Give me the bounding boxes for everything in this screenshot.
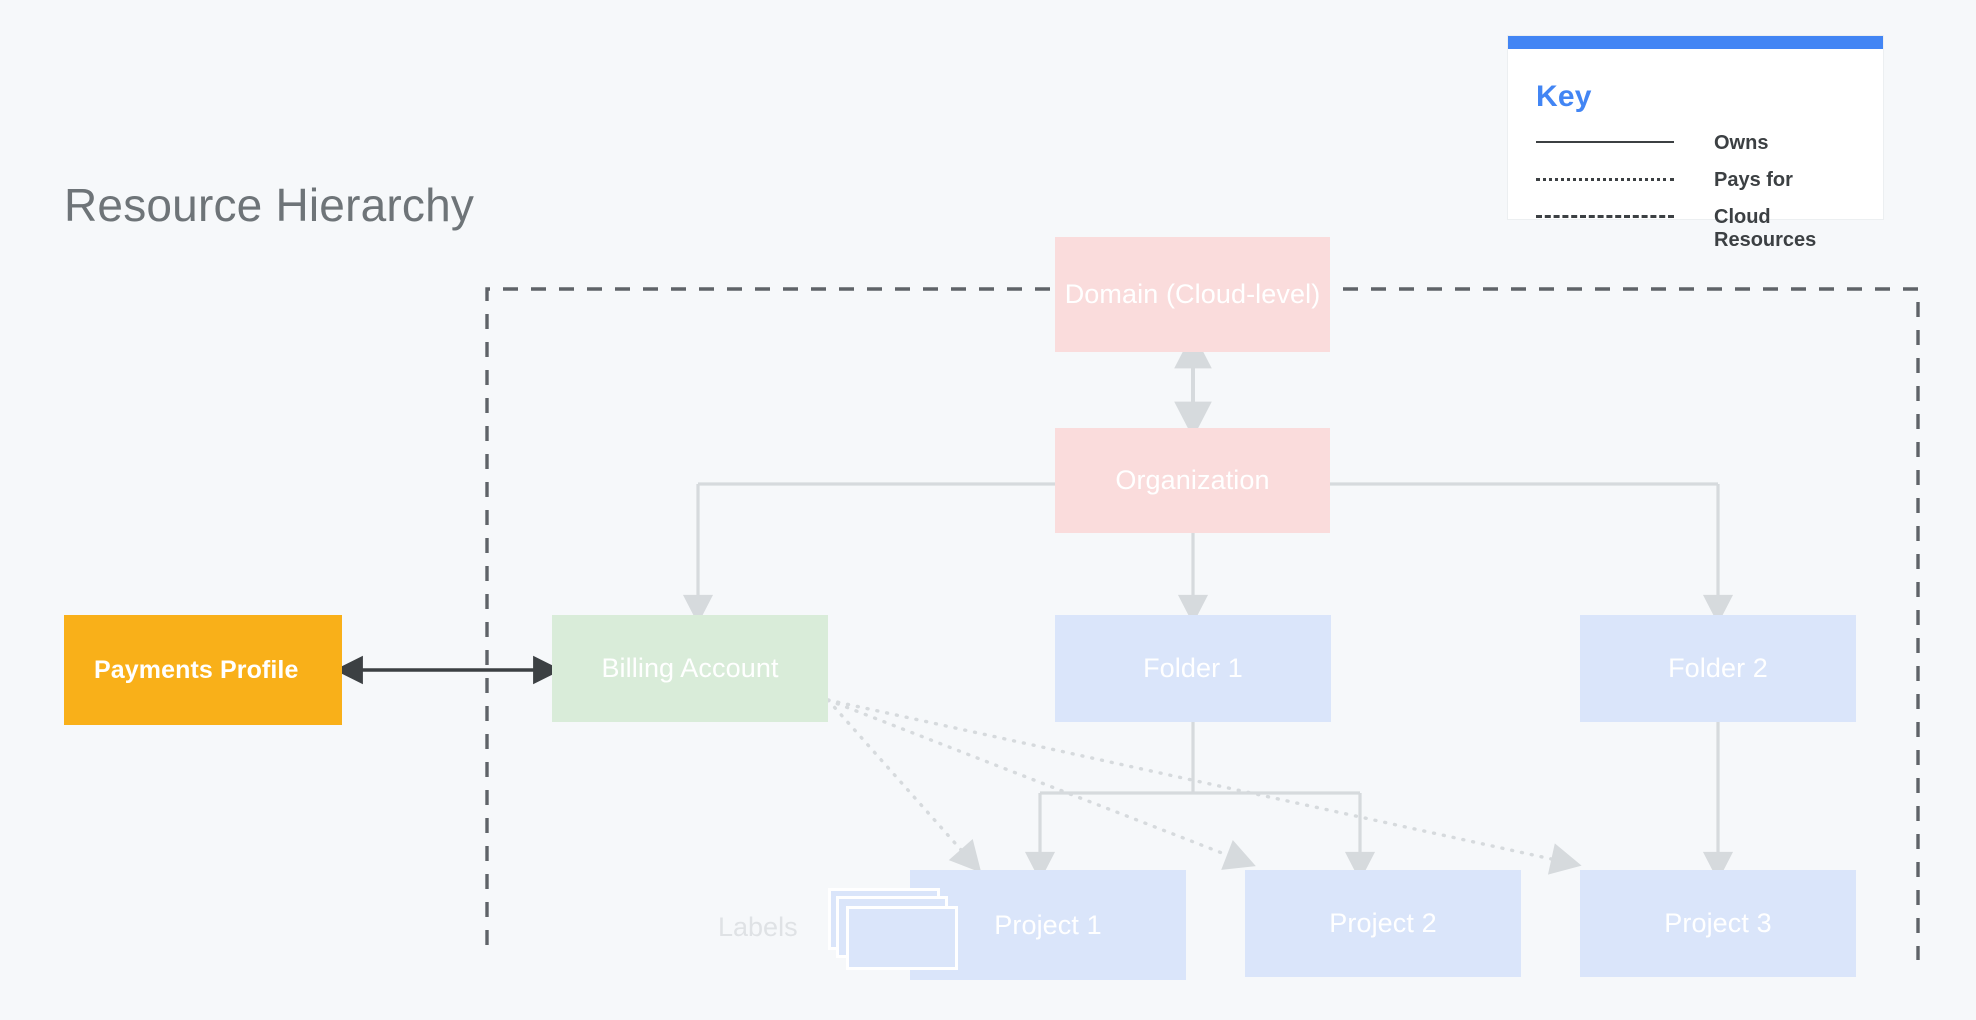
key-rows: Owns Pays for Cloud Resources <box>1536 132 1866 263</box>
owns-line-sample <box>1536 132 1676 152</box>
node-billing-account[interactable]: Billing Account <box>552 615 828 722</box>
node-payments-profile[interactable]: Payments Profile <box>64 615 342 725</box>
edge-folder1-projects <box>1024 722 1376 882</box>
node-folder-1-label: Folder 1 <box>1143 653 1243 683</box>
node-organization[interactable]: Organization <box>1055 428 1330 533</box>
key-label-cloud-resources: Cloud Resources <box>1714 206 1817 251</box>
node-project-3-label: Project 3 <box>1664 908 1772 938</box>
node-project-2-label: Project 2 <box>1329 908 1437 938</box>
labels-caption: Labels <box>718 912 798 942</box>
node-payments-profile-label: Payments Profile <box>94 655 299 684</box>
node-folder-2[interactable]: Folder 2 <box>1580 615 1856 722</box>
node-billing-account-label: Billing Account <box>601 653 779 683</box>
key-label-pays-for: Pays for <box>1714 169 1793 191</box>
cloud-resources-line-sample <box>1536 206 1676 226</box>
key-panel: Key Owns Pays for Cloud Resources <box>1507 35 1884 251</box>
pays-for-line-sample <box>1536 169 1676 189</box>
key-label-owns: Owns <box>1714 132 1769 154</box>
cloud-resources-boundary <box>485 287 1920 960</box>
node-project-2[interactable]: Project 2 <box>1245 870 1521 977</box>
edge-billing-pays-for <box>826 698 1582 875</box>
node-domain-label: Domain (Cloud-level) <box>1064 279 1321 309</box>
labels-card-front <box>846 906 958 970</box>
node-folder-2-label: Folder 2 <box>1668 653 1768 683</box>
node-project-1-label: Project 1 <box>994 909 1102 940</box>
key-title: Key <box>1536 80 1592 113</box>
key-row-pays-for: Pays for <box>1536 169 1866 195</box>
key-row-cloud-resources: Cloud Resources <box>1536 206 1866 252</box>
labels-stack-icon <box>828 888 963 970</box>
node-project-3[interactable]: Project 3 <box>1580 870 1856 977</box>
key-accent-bar <box>1508 36 1883 49</box>
node-domain[interactable]: Domain (Cloud-level) <box>1055 237 1330 352</box>
node-folder-1[interactable]: Folder 1 <box>1055 615 1331 722</box>
key-row-owns: Owns <box>1536 132 1866 158</box>
page-title: Resource Hierarchy <box>64 179 475 231</box>
node-organization-label: Organization <box>1115 465 1270 495</box>
